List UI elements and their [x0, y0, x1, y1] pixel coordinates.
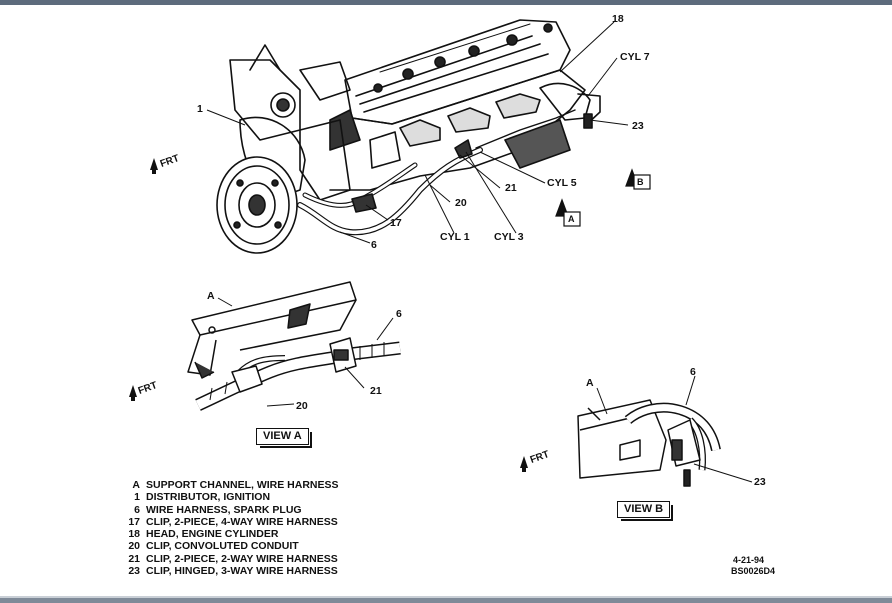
- view-a-callout-21: 21: [370, 385, 382, 397]
- callout-20: 20: [455, 197, 467, 209]
- legend-row: 1 DISTRIBUTOR, IGNITION: [118, 491, 339, 503]
- callout-18: 18: [612, 13, 624, 25]
- legend-key: 20: [128, 540, 140, 553]
- engine-illustration: [216, 19, 601, 254]
- parts-legend: A SUPPORT CHANNEL, WIRE HARNESS 1 DISTRI…: [118, 479, 339, 577]
- callout-23: 23: [632, 120, 644, 132]
- view-a-illustration: [187, 281, 401, 411]
- legend-text: CLIP, 2-PIECE, 4-WAY WIRE HARNESS: [146, 515, 338, 528]
- legend-key: 6: [134, 503, 140, 516]
- legend-text: CLIP, 2-PIECE, 2-WAY WIRE HARNESS: [146, 552, 338, 565]
- legend-row: 6 WIRE HARNESS, SPARK PLUG: [118, 504, 339, 516]
- callout-6: 6: [371, 239, 377, 251]
- legend-key: 21: [128, 552, 140, 565]
- legend-key: 18: [128, 528, 140, 541]
- view-b-callout-23: 23: [754, 476, 766, 488]
- view-b-title: VIEW B: [617, 501, 674, 521]
- legend-key: 23: [128, 565, 140, 578]
- legend-text: DISTRIBUTOR, IGNITION: [146, 491, 271, 504]
- window-bottom-border: [0, 598, 892, 603]
- view-a-callout-6: 6: [396, 308, 402, 320]
- callout-cyl-7: CYL 7: [620, 51, 650, 63]
- legend-key: A: [132, 479, 140, 491]
- legend-text: CLIP, HINGED, 3-WAY WIRE HARNESS: [146, 565, 338, 578]
- legend-text: HEAD, ENGINE CYLINDER: [146, 528, 279, 541]
- view-b-illustration: [577, 375, 753, 487]
- callout-cyl-3: CYL 3: [494, 231, 524, 243]
- legend-text: SUPPORT CHANNEL, WIRE HARNESS: [146, 479, 339, 491]
- callout-17: 17: [390, 217, 402, 229]
- callout-cyl-5: CYL 5: [547, 177, 577, 189]
- legend-row: 21 CLIP, 2-PIECE, 2-WAY WIRE HARNESS: [118, 553, 339, 565]
- legend-row: 23 CLIP, HINGED, 3-WAY WIRE HARNESS: [118, 565, 339, 577]
- legend-text: WIRE HARNESS, SPARK PLUG: [146, 503, 302, 516]
- view-b-marker: B: [637, 177, 644, 187]
- view-a-callout-a: A: [207, 290, 215, 302]
- callout-21: 21: [505, 182, 517, 194]
- callout-cyl-1: CYL 1: [440, 231, 470, 243]
- legend-row: 18 HEAD, ENGINE CYLINDER: [118, 528, 339, 540]
- view-a-marker: A: [568, 214, 575, 224]
- legend-row: 17 CLIP, 2-PIECE, 4-WAY WIRE HARNESS: [118, 516, 339, 528]
- legend-text: CLIP, CONVOLUTED CONDUIT: [146, 540, 299, 553]
- top-leader-lines: [206, 21, 629, 244]
- drawing-date: 4-21-94: [733, 555, 765, 565]
- legend-row: 20 CLIP, CONVOLUTED CONDUIT: [118, 540, 339, 552]
- frt-arrow-icon: [129, 158, 528, 472]
- view-a-callout-20: 20: [296, 400, 308, 412]
- legend-key: 1: [134, 491, 140, 504]
- view-b-callout-6: 6: [690, 366, 696, 378]
- view-b-callout-a: A: [586, 377, 594, 389]
- window-top-border: [0, 0, 892, 5]
- drawing-stamp: 4-21-94 BS0026D4: [731, 555, 775, 577]
- callout-1: 1: [197, 103, 203, 115]
- legend-row: A SUPPORT CHANNEL, WIRE HARNESS: [118, 479, 339, 491]
- legend-key: 17: [128, 515, 140, 528]
- window-bottom-highlight: [0, 596, 892, 598]
- drawing-code: BS0026D4: [731, 566, 776, 576]
- view-marker-icon: [555, 168, 651, 227]
- view-a-title: VIEW A: [256, 428, 312, 448]
